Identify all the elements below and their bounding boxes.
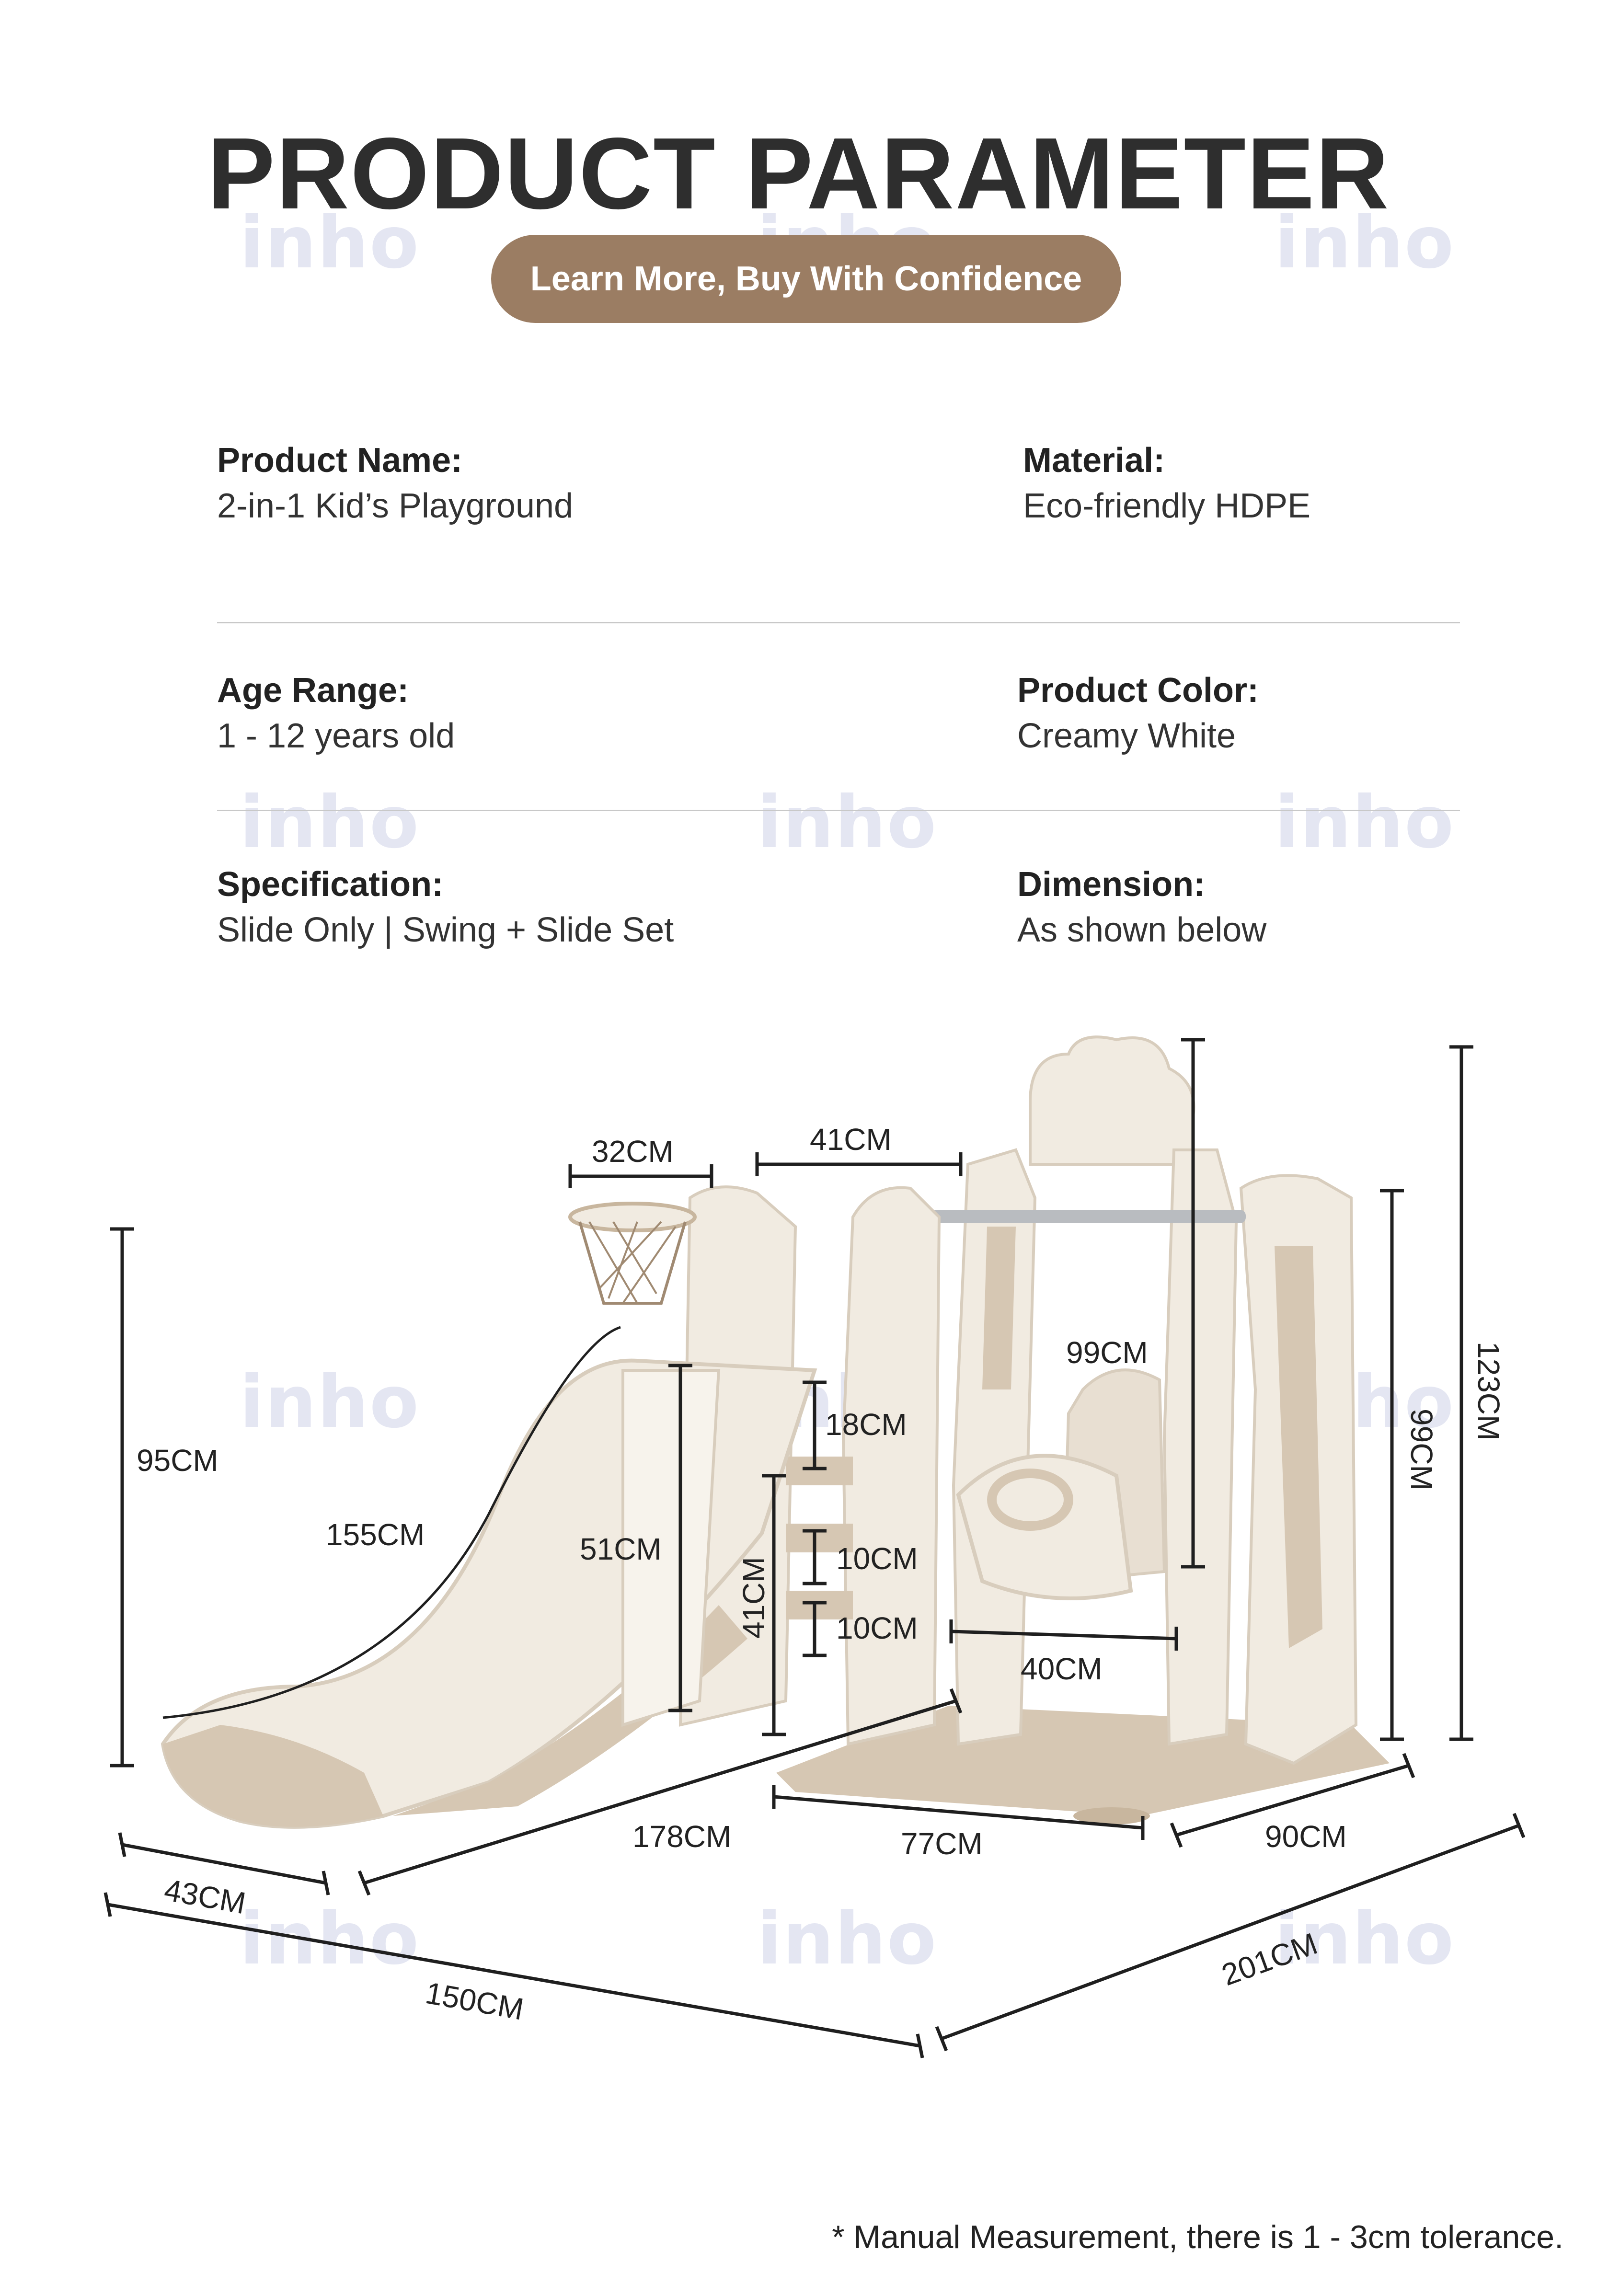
dim-slide-length: 155CM: [326, 1517, 425, 1552]
dim-top-height: 123CM: [1471, 1342, 1506, 1440]
spec-value-material: Eco-friendly HDPE: [1023, 487, 1311, 525]
spec-label-product-color: Product Color:: [1017, 671, 1259, 710]
divider: [217, 622, 1460, 623]
page-title: PRODUCT PARAMETER: [207, 116, 1390, 230]
watermark: inho: [240, 1361, 420, 1444]
dim-stairs-height: 41CM: [736, 1557, 771, 1639]
spec-label-product-name: Product Name:: [217, 441, 463, 480]
dim-seat-width: 40CM: [1021, 1652, 1103, 1686]
dim-step-low: 10CM: [836, 1611, 918, 1645]
watermark: inho: [757, 1897, 938, 1981]
dim-overall-length: 201CM: [1217, 1926, 1321, 1992]
watermark: inho: [1275, 781, 1455, 864]
dim-step-mid: 10CM: [836, 1541, 918, 1576]
dim-step-top: 18CM: [825, 1407, 907, 1442]
dim-swing-chain: 99CM: [1066, 1335, 1148, 1370]
watermark: inho: [240, 781, 420, 864]
spec-label-specification: Specification:: [217, 865, 444, 904]
dim-bar-span: 41CM: [810, 1122, 892, 1157]
spec-value-dimension: As shown below: [1017, 911, 1267, 949]
dim-basket-width: 32CM: [592, 1134, 674, 1169]
tolerance-note: * Manual Measurement, there is 1 - 3cm t…: [832, 2219, 1563, 2255]
watermark: inho: [240, 1897, 420, 1981]
divider: [217, 810, 1460, 811]
dim-slide-width: 43CM: [162, 1872, 249, 1921]
learn-more-badge: Learn More, Buy With Confidence: [491, 235, 1121, 323]
spec-value-product-color: Creamy White: [1017, 717, 1236, 755]
dim-overall-width: 150CM: [423, 1975, 527, 2027]
spec-label-age-range: Age Range:: [217, 671, 409, 710]
dim-swing-base: 77CM: [901, 1826, 983, 1861]
spec-value-age-range: 1 - 12 years old: [217, 717, 455, 755]
spec-label-material: Material:: [1023, 441, 1165, 480]
watermark: inho: [1275, 1897, 1455, 1981]
watermark: inho: [1275, 201, 1455, 285]
dim-swing-depth: 90CM: [1265, 1819, 1347, 1854]
watermark: inho: [240, 201, 420, 285]
spec-value-specification: Slide Only | Swing + Slide Set: [217, 911, 674, 949]
watermark: inho: [757, 781, 938, 864]
playground-illustration: [161, 1035, 1390, 1829]
dim-slide-height: 51CM: [580, 1532, 662, 1566]
spec-label-dimension: Dimension:: [1017, 865, 1206, 904]
product-dimension-diagram: 32CM 41CM 95CM 155CM 51CM 18CM 10CM 10CM…: [103, 1035, 1526, 2058]
dim-total-height-left: 95CM: [137, 1443, 218, 1478]
spec-value-product-name: 2-in-1 Kid’s Playground: [217, 487, 574, 525]
dim-slide-base: 178CM: [632, 1819, 731, 1854]
dimension-lines: [103, 1038, 1526, 2058]
dim-frame-height: 99CM: [1404, 1409, 1439, 1491]
